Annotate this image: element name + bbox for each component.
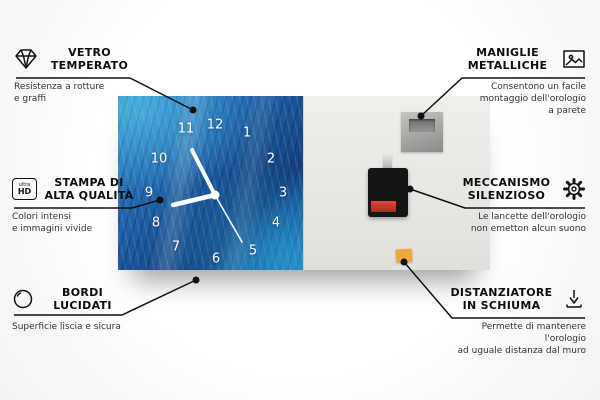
clock-number: 11 xyxy=(177,121,195,137)
callout-title: MANIGLIE METALLICHE xyxy=(467,46,548,73)
clock-front-image: 12 1 2 3 4 5 6 7 8 9 10 11 xyxy=(118,96,303,270)
callout-stampa-alta-qualita: ultra HD STAMPA DI ALTA QUALITÀ Colori i… xyxy=(12,176,134,236)
clock-number: 4 xyxy=(271,215,281,231)
arrow-down-icon xyxy=(562,287,586,311)
callout-description: Permette di mantenere l'orologio ad ugua… xyxy=(457,322,586,356)
product-image: 12 1 2 3 4 5 6 7 8 9 10 11 xyxy=(118,96,490,270)
foam-spacer xyxy=(395,248,413,263)
picture-frame-icon xyxy=(562,48,586,70)
clock-number: 8 xyxy=(151,215,161,231)
callout-description: Le lancette dell'orologio non emetton al… xyxy=(470,212,586,235)
clock-number: 5 xyxy=(248,243,258,259)
connector-dot xyxy=(192,276,200,284)
callout-title: DISTANZIATORE IN SCHIUMA xyxy=(450,286,553,313)
clock-number: 7 xyxy=(171,239,181,255)
clock-number: 2 xyxy=(266,151,276,167)
callout-description: Colori intensi e immagini vivide xyxy=(12,212,93,235)
callout-bordi-lucidati: BORDI LUCIDATI Superficie liscia e sicur… xyxy=(12,286,124,334)
clock-number: 9 xyxy=(144,185,154,201)
hanger-hook xyxy=(383,153,392,169)
clock-hands xyxy=(170,148,243,243)
callout-distanziatore-schiuma: DISTANZIATORE IN SCHIUMA Permette di man… xyxy=(448,286,587,357)
battery xyxy=(371,201,396,212)
callout-description: Superficie liscia e sicura xyxy=(12,322,121,333)
clock-number: 3 xyxy=(278,185,288,201)
ultra-hd-label-bottom: HD xyxy=(17,186,32,196)
clock-number: 10 xyxy=(150,151,168,167)
gear-icon xyxy=(562,177,586,201)
callout-description: Resistenza a rotture e graffi xyxy=(14,82,105,105)
metal-bracket xyxy=(401,112,443,152)
ultra-hd-label-top: ultra xyxy=(18,181,31,188)
callout-title: MECCANISMO SILENZIOSO xyxy=(462,176,551,203)
callout-description: Consentono un facile montaggio dell'orol… xyxy=(479,82,586,116)
clock-number: 6 xyxy=(211,251,221,267)
clock-number: 12 xyxy=(206,117,224,133)
callout-meccanismo-silenzioso: MECCANISMO SILENZIOSO xyxy=(458,176,586,236)
clock-back-image xyxy=(303,96,490,270)
callout-maniglie-metalliche: MANIGLIE METALLICHE Consentono un facile… xyxy=(460,46,586,117)
clock-mechanism xyxy=(368,168,408,217)
callout-title: VETRO TEMPERATO xyxy=(50,46,129,73)
callout-title: BORDI LUCIDATI xyxy=(53,286,112,313)
ultra-hd-icon: ultra HD xyxy=(12,178,37,201)
diamond-icon xyxy=(14,48,38,70)
callout-vetro-temperato: VETRO TEMPERATO Resistenza a rotture e g… xyxy=(14,46,134,106)
clock-number: 1 xyxy=(242,125,252,141)
circle-icon xyxy=(12,288,34,310)
callout-title: STAMPA DI ALTA QUALITÀ xyxy=(44,176,134,203)
